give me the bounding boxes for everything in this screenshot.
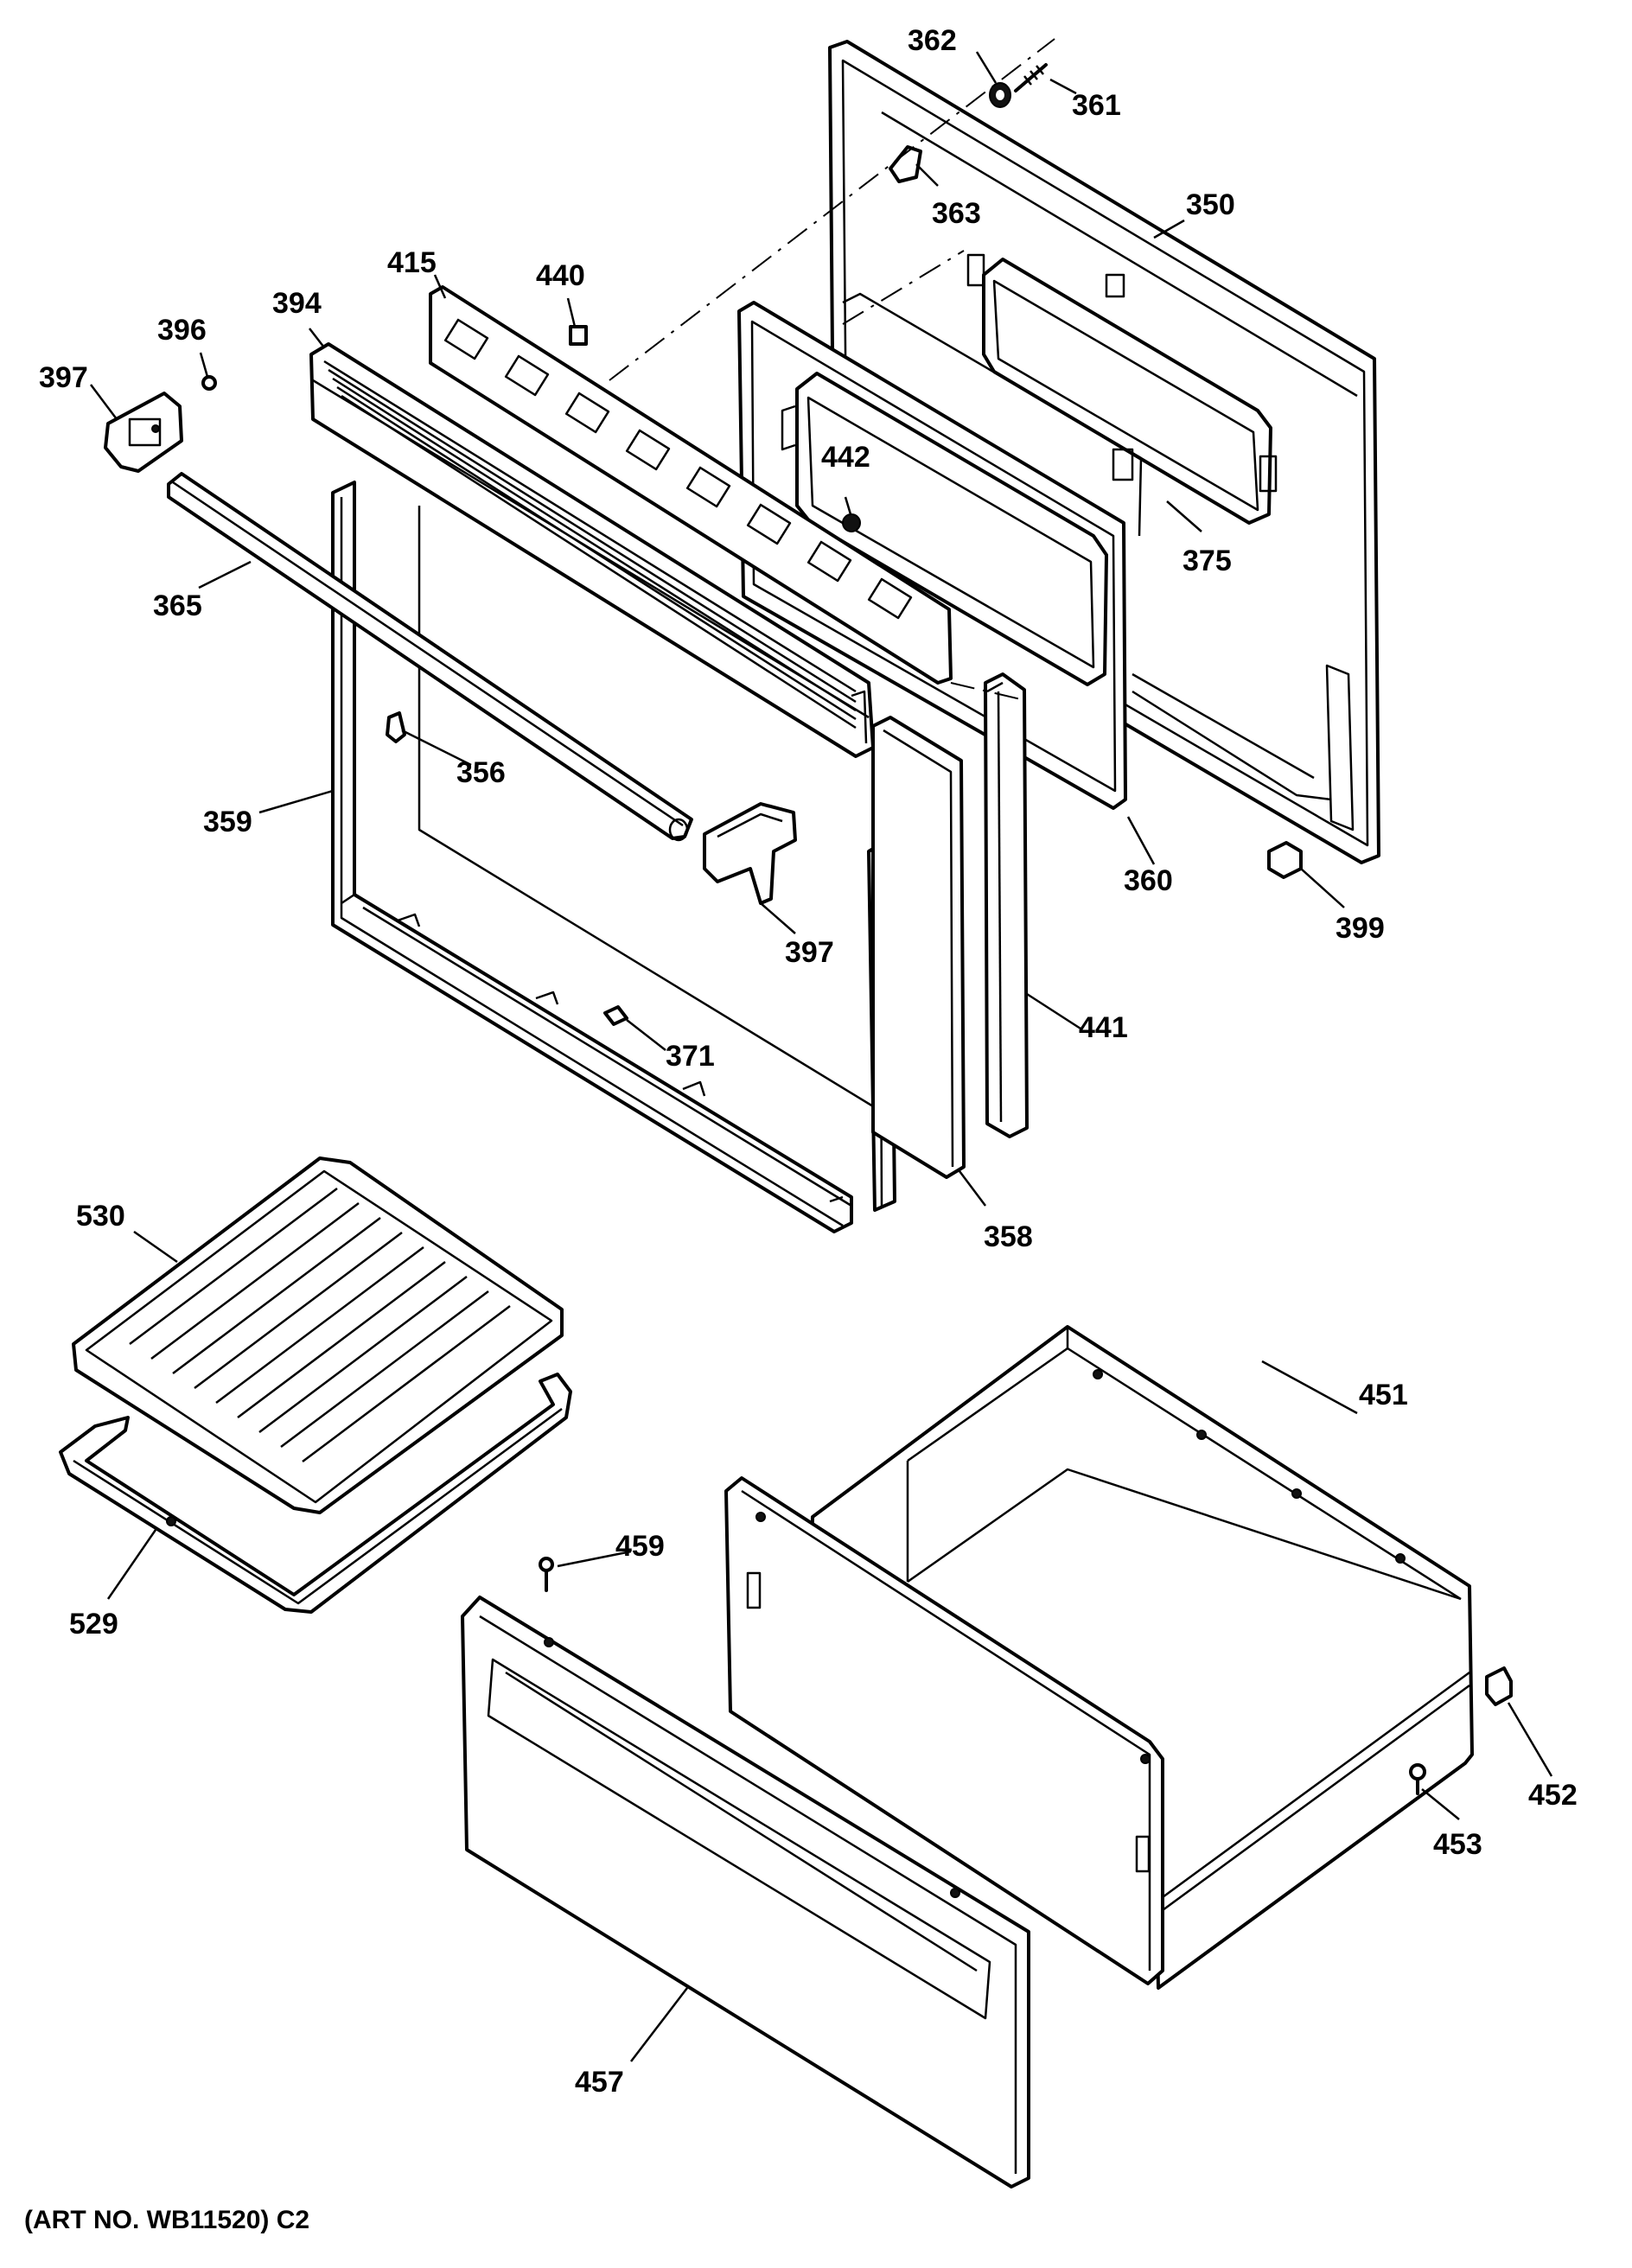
callout-362: 362 <box>908 24 957 57</box>
callout-365: 365 <box>153 589 202 622</box>
art-number: (ART NO. WB11520) C2 <box>24 2206 309 2234</box>
callout-529: 529 <box>69 1608 118 1640</box>
callout-452: 452 <box>1528 1779 1578 1812</box>
screw-361 <box>1014 63 1048 92</box>
callout-358: 358 <box>984 1220 1033 1253</box>
callout-415: 415 <box>387 246 437 279</box>
callout-350: 350 <box>1186 188 1235 221</box>
side-rail <box>984 672 1029 1138</box>
vent-trim <box>429 285 953 685</box>
screw-453 <box>1409 1763 1426 1795</box>
clip-440 <box>569 325 588 346</box>
door-gasket <box>871 716 966 1179</box>
callout-399: 399 <box>1336 912 1385 945</box>
assembly-line-upper <box>609 38 1055 381</box>
door-rod <box>167 472 693 842</box>
broiler-pan <box>59 1373 572 1614</box>
callout-397-left: 397 <box>39 361 88 394</box>
leader-lines <box>90 51 1553 2062</box>
callout-397-right: 397 <box>785 936 834 969</box>
screw-459 <box>539 1557 554 1592</box>
callout-457: 457 <box>575 2066 624 2099</box>
screw-396 <box>201 375 217 391</box>
bumper-399 <box>1267 841 1303 879</box>
hinge-right <box>703 802 797 905</box>
callout-396: 396 <box>157 314 207 347</box>
nut-442 <box>842 513 861 532</box>
clip-371 <box>603 1005 628 1026</box>
callout-363: 363 <box>932 197 981 230</box>
bracket-363 <box>889 145 922 183</box>
bumper-452 <box>1485 1666 1513 1706</box>
callout-440: 440 <box>536 259 585 292</box>
callout-371: 371 <box>666 1040 715 1073</box>
door-frame <box>331 481 874 1233</box>
assembly-line-glass <box>842 250 965 325</box>
callout-394: 394 <box>272 287 322 320</box>
callout-459: 459 <box>615 1530 665 1563</box>
drawer-front-panel <box>461 1596 1030 2188</box>
broiler-grid <box>72 1156 564 1514</box>
callout-451: 451 <box>1359 1379 1408 1411</box>
nut-362 <box>989 82 1011 108</box>
window-glass <box>842 292 1332 801</box>
clip-356 <box>386 711 406 743</box>
callout-441: 441 <box>1079 1011 1128 1044</box>
callout-375: 375 <box>1183 545 1232 577</box>
assembly-line-hinge <box>950 682 1025 701</box>
callout-359: 359 <box>203 806 252 838</box>
outer-door-panel <box>828 40 1380 864</box>
inner-door-panel <box>737 301 1127 810</box>
callout-356: 356 <box>456 756 506 789</box>
callout-361: 361 <box>1072 89 1121 122</box>
hinge-left <box>104 392 183 473</box>
callout-453: 453 <box>1433 1828 1482 1861</box>
callout-530: 530 <box>76 1200 125 1233</box>
callout-360: 360 <box>1124 864 1173 897</box>
callout-442: 442 <box>821 441 870 474</box>
drawer-inner-front <box>724 1476 1164 1985</box>
